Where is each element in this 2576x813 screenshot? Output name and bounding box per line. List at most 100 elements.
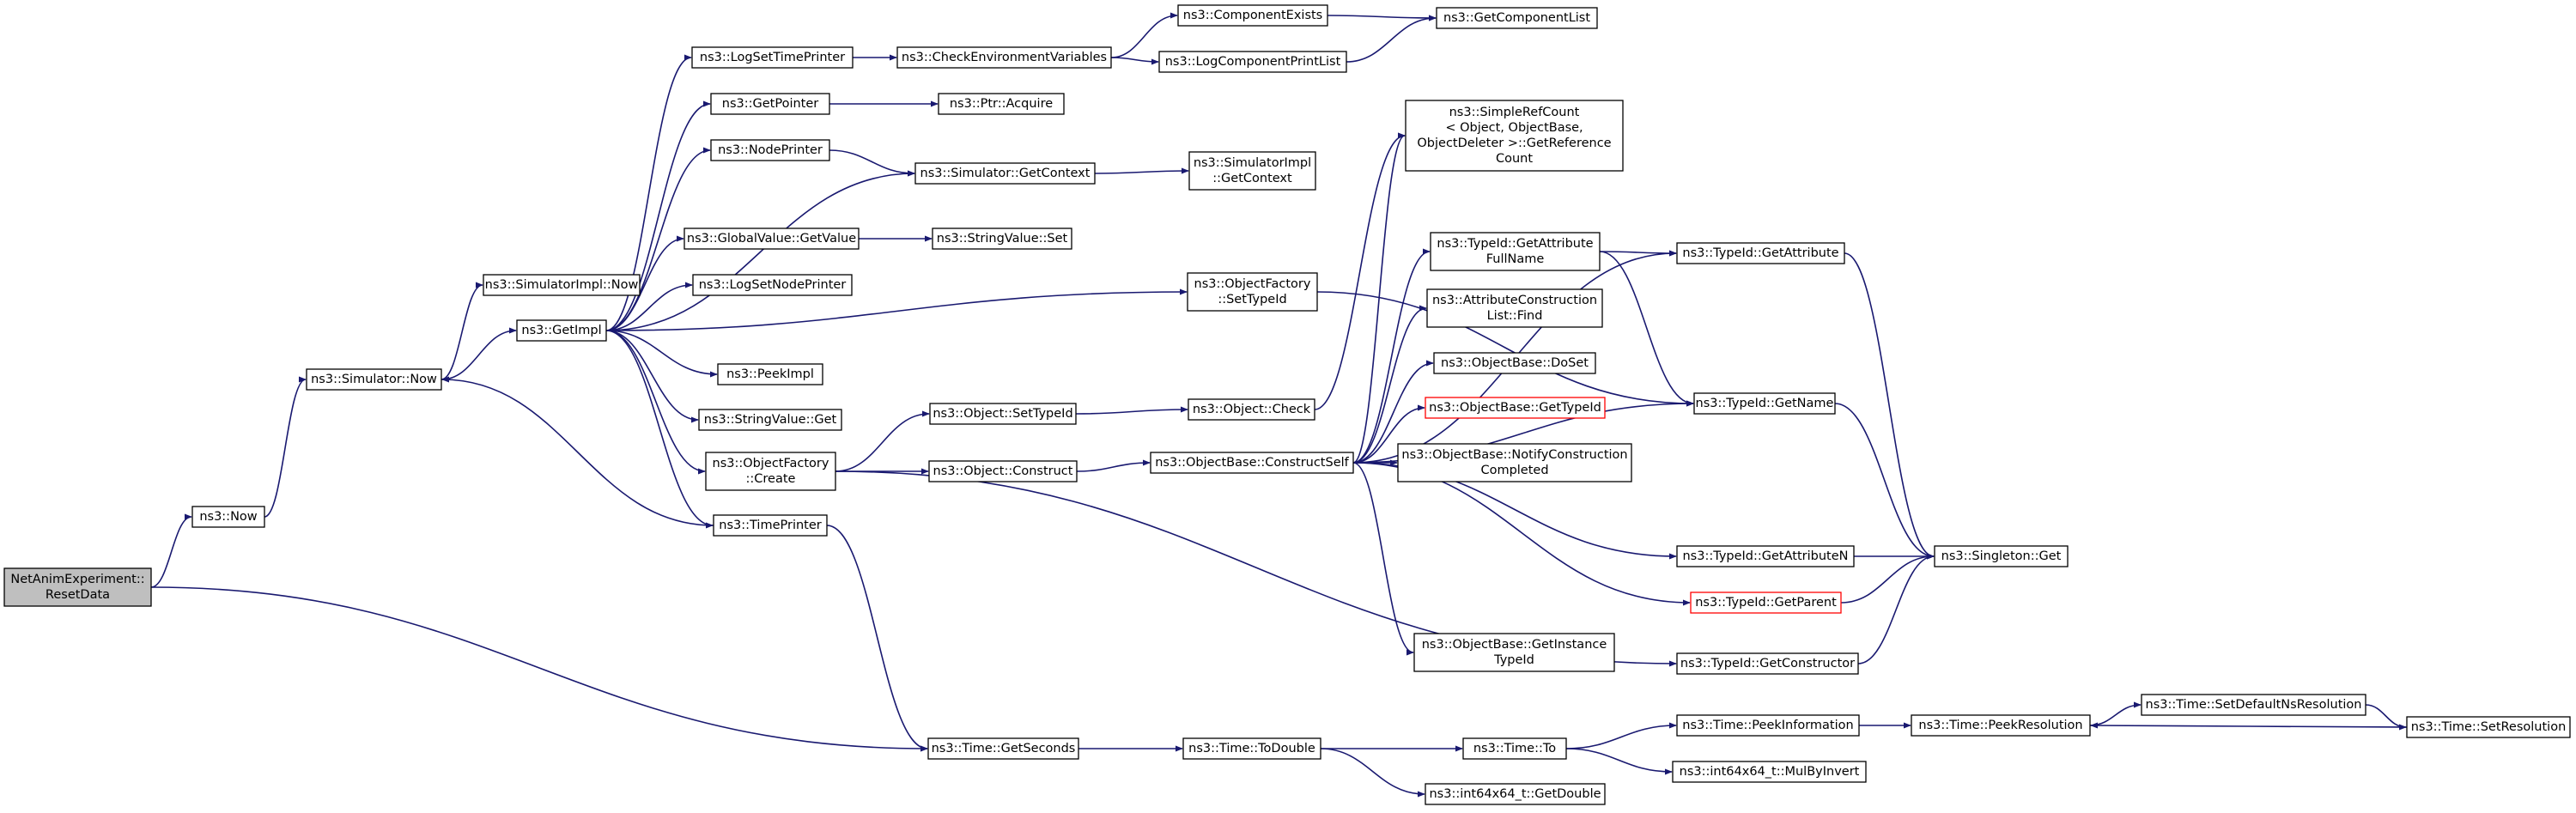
node-box[interactable] [1676,652,1859,675]
node-box[interactable] [691,46,854,69]
node-box[interactable] [1413,633,1615,672]
node-i64getdouble[interactable]: ns3::int64x64_t::GetDouble [1425,783,1606,805]
node-box[interactable] [692,274,853,296]
node-objconstruct[interactable]: ns3::Object::Construct [928,460,1078,482]
node-objcheck[interactable]: ns3::Object::Check [1188,398,1315,421]
node-box[interactable] [1425,783,1606,805]
node-box[interactable] [927,737,1079,760]
node-singletonget[interactable]: ns3::Singleton::Get [1934,545,2069,567]
node-getpointer[interactable]: ns3::GetPointer [710,93,830,115]
node-box[interactable] [1188,151,1316,191]
node-timepeekres[interactable]: ns3::Time::PeekResolution [1911,714,2091,737]
node-box[interactable] [1426,288,1603,328]
node-box[interactable] [896,46,1112,69]
node-box[interactable] [914,162,1096,185]
node-box[interactable] [717,363,823,385]
node-logsetnode[interactable]: ns3::LogSetNodePrinter [692,274,853,296]
node-getcomplist[interactable]: ns3::GetComponentList [1436,7,1598,29]
node-i64mulbyinv[interactable]: ns3::int64x64_t::MulByInvert [1672,761,1867,783]
node-box[interactable] [1425,397,1606,419]
node-box[interactable] [1433,352,1596,374]
node-svget[interactable]: ns3::StringValue::Get [698,409,842,431]
node-box[interactable] [1405,100,1624,172]
node-box[interactable] [938,93,1065,115]
node-box[interactable] [1690,592,1842,614]
node-ofsettypeid[interactable]: ns3::ObjectFactory::SetTypeId [1187,272,1318,312]
node-box[interactable] [1676,545,1855,567]
node-label: ns3::ObjectBase::GetTypeId [1429,401,1601,415]
node-box[interactable] [3,567,152,607]
node-tidgetparent[interactable]: ns3::TypeId::GetParent [1690,592,1842,614]
node-box[interactable] [1693,392,1836,415]
node-objsettypeid[interactable]: ns3::Object::SetTypeId [929,403,1077,425]
node-peekimpl[interactable]: ns3::PeekImpl [717,363,823,385]
node-timegetseconds[interactable]: ns3::Time::GetSeconds [927,737,1079,760]
node-obnotify[interactable]: ns3::ObjectBase::NotifyConstructionCompl… [1397,443,1632,482]
node-box[interactable] [1177,4,1328,27]
node-obdoset[interactable]: ns3::ObjectBase::DoSet [1433,352,1596,374]
node-tidgetattr[interactable]: ns3::TypeId::GetAttribute [1676,242,1845,264]
node-logcompprint[interactable]: ns3::LogComponentPrintList [1158,51,1347,73]
node-box[interactable] [683,228,860,250]
node-timesetres[interactable]: ns3::Time::SetResolution [2406,716,2571,738]
node-box[interactable] [932,228,1072,250]
node-ptracquire[interactable]: ns3::Ptr::Acquire [938,93,1065,115]
node-box[interactable] [1182,737,1321,760]
node-box[interactable] [516,319,607,342]
node-simplerefcount[interactable]: ns3::SimpleRefCount< Object, ObjectBase,… [1405,100,1624,172]
edge-timeprinter-to-timegetseconds [826,525,928,752]
node-nodeprinter[interactable]: ns3::NodePrinter [710,139,830,161]
node-simimplnow[interactable]: ns3::SimulatorImpl::Now [483,274,641,296]
node-now[interactable]: ns3::Now [191,506,265,528]
node-box[interactable] [1430,232,1601,271]
node-box[interactable] [1672,761,1867,783]
node-box[interactable] [2406,716,2571,738]
node-box[interactable] [713,514,828,537]
node-box[interactable] [1397,443,1632,482]
node-box[interactable] [705,452,836,491]
node-box[interactable] [1436,7,1598,29]
node-timeprinter[interactable]: ns3::TimePrinter [713,514,828,537]
node-box[interactable] [483,274,641,296]
node-box[interactable] [1934,545,2069,567]
node-box[interactable] [1676,242,1845,264]
node-gvgetvalue[interactable]: ns3::GlobalValue::GetValue [683,228,860,250]
node-box[interactable] [698,409,842,431]
node-box[interactable] [2141,694,2366,716]
node-obgettypeid[interactable]: ns3::ObjectBase::GetTypeId [1425,397,1606,419]
node-simnow[interactable]: ns3::Simulator::Now [306,368,442,391]
node-svset[interactable]: ns3::StringValue::Set [932,228,1072,250]
node-reset[interactable]: NetAnimExperiment::ResetData [3,567,152,607]
node-box[interactable] [1150,452,1354,474]
node-checkenv[interactable]: ns3::CheckEnvironmentVariables [896,46,1112,69]
node-obconstructself[interactable]: ns3::ObjectBase::ConstructSelf [1150,452,1354,474]
node-tidgetattrn[interactable]: ns3::TypeId::GetAttributeN [1676,545,1855,567]
node-box[interactable] [928,460,1078,482]
node-box[interactable] [710,93,830,115]
node-getimpl[interactable]: ns3::GetImpl [516,319,607,342]
node-box[interactable] [1188,398,1315,421]
node-timepeekinfo[interactable]: ns3::Time::PeekInformation [1676,714,1860,737]
node-tidgetctor[interactable]: ns3::TypeId::GetConstructor [1676,652,1859,675]
node-compexists[interactable]: ns3::ComponentExists [1177,4,1328,27]
node-box[interactable] [1676,714,1860,737]
node-ofcreate[interactable]: ns3::ObjectFactory::Create [705,452,836,491]
node-box[interactable] [1462,737,1567,760]
node-timetodouble[interactable]: ns3::Time::ToDouble [1182,737,1321,760]
node-tidgetname[interactable]: ns3::TypeId::GetName [1693,392,1836,415]
node-simimplgetctx[interactable]: ns3::SimulatorImpl::GetContext [1188,151,1316,191]
node-timeto[interactable]: ns3::Time::To [1462,737,1567,760]
node-box[interactable] [710,139,830,161]
node-box[interactable] [1187,272,1318,312]
node-simgetctx[interactable]: ns3::Simulator::GetContext [914,162,1096,185]
node-logsettime[interactable]: ns3::LogSetTimePrinter [691,46,854,69]
node-box[interactable] [1158,51,1347,73]
node-box[interactable] [1911,714,2091,737]
node-box[interactable] [191,506,265,528]
node-box[interactable] [306,368,442,391]
node-box[interactable] [929,403,1077,425]
node-timesetdefault[interactable]: ns3::Time::SetDefaultNsResolution [2141,694,2366,716]
